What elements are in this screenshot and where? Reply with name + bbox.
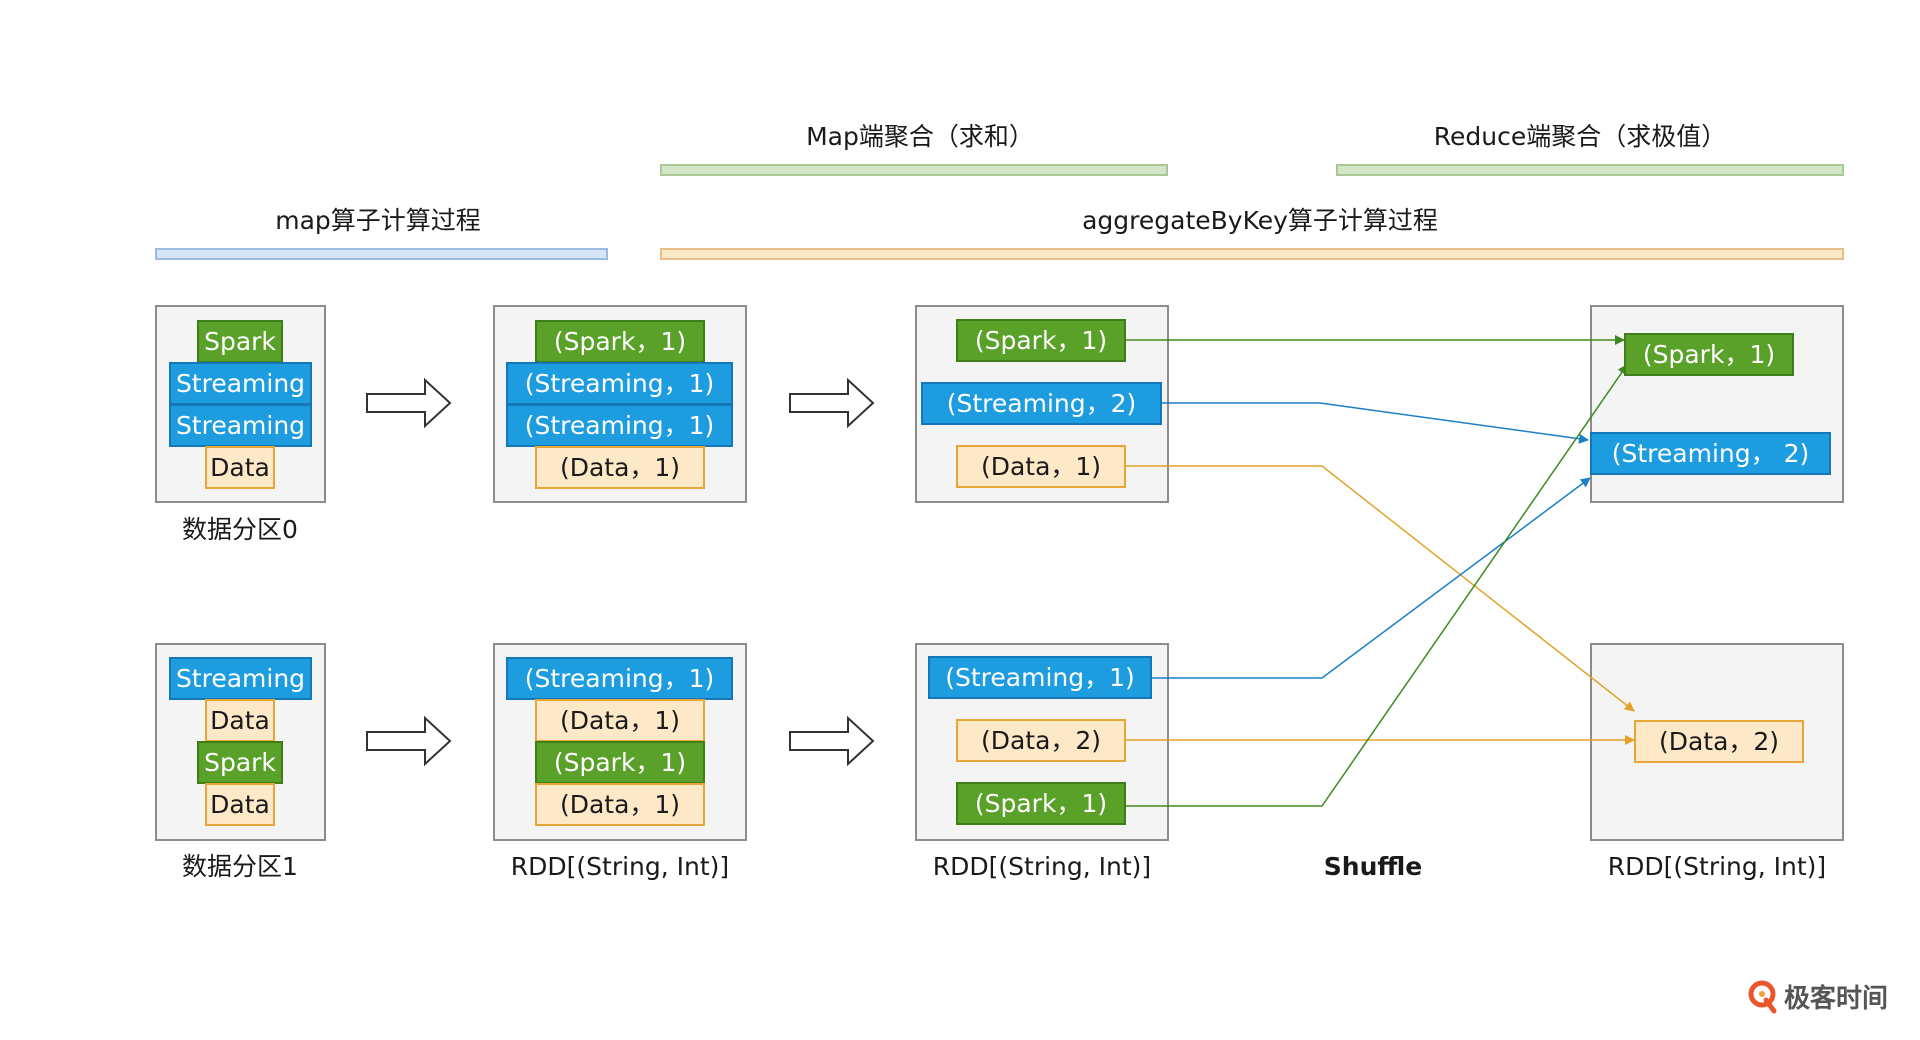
shuffle-label: Shuffle	[1323, 852, 1423, 881]
mapped-rdd-label: RDD[(String, Int)]	[510, 852, 730, 881]
block-arrow-icon	[789, 715, 875, 767]
reduced-1-data: (Data，2)	[1634, 720, 1804, 763]
mapped-0-spark: (Spark，1)	[535, 320, 705, 363]
shuffle-line-streaming-p0	[1162, 402, 1589, 444]
p1-item-data: Data	[205, 783, 275, 826]
shuffle-line-data-p0	[1126, 465, 1635, 712]
shuffle-line-streaming-p1	[1152, 477, 1591, 679]
mapped-1-spark: (Spark，1)	[535, 741, 705, 784]
logo-text: 极客时间	[1784, 984, 1889, 1014]
reduced-rdd-label: RDD[(String, Int)]	[1607, 852, 1827, 881]
header-map-side: Map端聚合（求和）	[806, 122, 1034, 151]
shuffle-line-spark-p1	[1126, 364, 1628, 807]
p0-item-streaming: Streaming	[169, 404, 312, 447]
reduced-0-spark: (Spark，1)	[1624, 333, 1794, 376]
p1-item-streaming: Streaming	[169, 657, 312, 700]
map-agg-1-spark: (Spark，1)	[956, 782, 1126, 825]
partition-0-label: 数据分区0	[182, 515, 298, 544]
map-agg-rdd-label: RDD[(String, Int)]	[932, 852, 1152, 881]
map-agg-0-data: (Data，1)	[956, 445, 1126, 488]
p0-item-spark: Spark	[197, 320, 283, 363]
map-agg-1-data: (Data，2)	[956, 719, 1126, 762]
mapped-1-streaming: (Streaming，1)	[506, 657, 733, 700]
block-arrow-icon	[789, 377, 875, 429]
block-arrow-icon	[366, 715, 452, 767]
p0-item-data: Data	[205, 446, 275, 489]
bar-aggregate-op	[660, 248, 1844, 260]
mapped-0-streaming: (Streaming，1)	[506, 362, 733, 405]
bar-map-side	[660, 164, 1168, 176]
map-agg-0-spark: (Spark，1)	[956, 319, 1126, 362]
bar-reduce-side	[1336, 164, 1844, 176]
mapped-1-data: (Data，1)	[535, 699, 705, 742]
map-agg-1-streaming: (Streaming，1)	[928, 656, 1152, 699]
p0-item-streaming: Streaming	[169, 362, 312, 405]
reduced-0-streaming: (Streaming， 2)	[1590, 432, 1831, 475]
geektime-logo-icon	[1748, 980, 1777, 1013]
map-agg-0-streaming: (Streaming，2)	[921, 382, 1162, 425]
block-arrow-icon	[366, 377, 452, 429]
p1-item-data: Data	[205, 699, 275, 742]
bar-map-op	[155, 248, 608, 260]
partition-1-label: 数据分区1	[182, 852, 298, 881]
mapped-0-streaming: (Streaming，1)	[506, 404, 733, 447]
header-aggregate-op: aggregateByKey算子计算过程	[1082, 206, 1438, 235]
header-map-op: map算子计算过程	[275, 206, 481, 235]
mapped-1-data: (Data，1)	[535, 783, 705, 826]
header-reduce-side: Reduce端聚合（求极值）	[1433, 122, 1727, 151]
mapped-0-data: (Data，1)	[535, 446, 705, 489]
p1-item-spark: Spark	[197, 741, 283, 784]
brand-logo: 极客时间	[1748, 978, 1888, 1015]
